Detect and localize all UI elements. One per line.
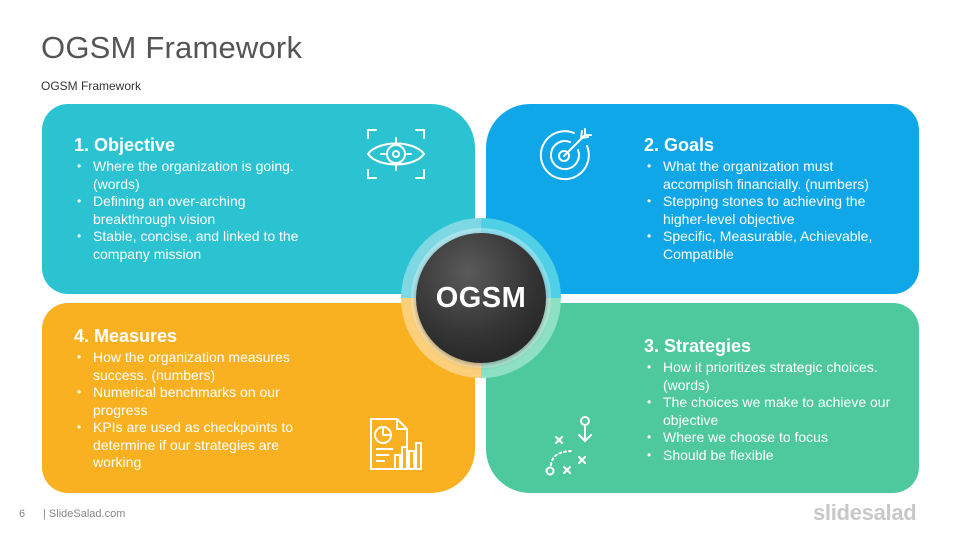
measures-title: 4. Measures (74, 326, 178, 346)
strategies-bullet: Should be flexible (644, 447, 904, 465)
measures-bullet: Numerical benchmarks on our progress (74, 384, 329, 419)
measures-text: 4. Measures How the organization measure… (74, 326, 329, 472)
objective-panel: 1. Objective Where the organization is g… (42, 104, 475, 294)
objective-bullet: Defining an over-arching breakthrough vi… (74, 193, 329, 228)
brand-logo: slidesalad (813, 500, 917, 525)
strategies-panel: 3. Strategies How it prioritizes strateg… (486, 303, 919, 493)
strategies-title: 3. Strategies (644, 336, 752, 356)
objective-bullet: Stable, concise, and linked to the compa… (74, 228, 329, 263)
goals-bullets: What the organization must accomplish fi… (644, 158, 904, 263)
strategies-bullets: How it prioritizes strategic choices. (w… (644, 359, 904, 464)
objective-bullet: Where the organization is going. (words) (74, 158, 329, 193)
strategies-bullet: How it prioritizes strategic choices. (w… (644, 359, 904, 394)
report-chart-icon (370, 418, 422, 470)
measures-bullet: How the organization measures success. (… (74, 349, 329, 384)
center-hub: OGSM (416, 233, 546, 363)
goals-bullet: What the organization must accomplish fi… (644, 158, 904, 193)
objective-title: 1. Objective (74, 135, 176, 155)
measures-bullet: KPIs are used as checkpoints to determin… (74, 419, 329, 472)
goals-title: 2. Goals (644, 135, 715, 155)
goals-bullet: Specific, Measurable, Achievable, Compat… (644, 228, 904, 263)
goals-text: 2. Goals What the organization must acco… (644, 135, 904, 263)
strategies-bullet: Where we choose to focus (644, 429, 904, 447)
page-number: 6 (19, 508, 26, 520)
eye-target-icon (366, 129, 426, 179)
strategies-bullet: The choices we make to achieve our objec… (644, 394, 904, 429)
footer-text: | SlideSalad.com (43, 508, 126, 520)
center-hub-label: OGSM (435, 281, 527, 314)
goals-panel: 2. Goals What the organization must acco… (486, 104, 919, 294)
slide-subtitle: OGSM Framework (41, 79, 142, 93)
strategy-play-icon (545, 416, 592, 476)
objective-bullets: Where the organization is going. (words)… (74, 158, 329, 263)
slide-title: OGSM Framework (41, 30, 303, 65)
measures-bullets: How the organization measures success. (… (74, 349, 329, 472)
strategies-text: 3. Strategies How it prioritizes strateg… (644, 336, 904, 464)
measures-panel: 4. Measures How the organization measure… (42, 303, 475, 493)
target-arrow-icon (539, 128, 592, 181)
goals-bullet: Stepping stones to achieving the higher-… (644, 193, 904, 228)
objective-text: 1. Objective Where the organization is g… (74, 135, 329, 263)
